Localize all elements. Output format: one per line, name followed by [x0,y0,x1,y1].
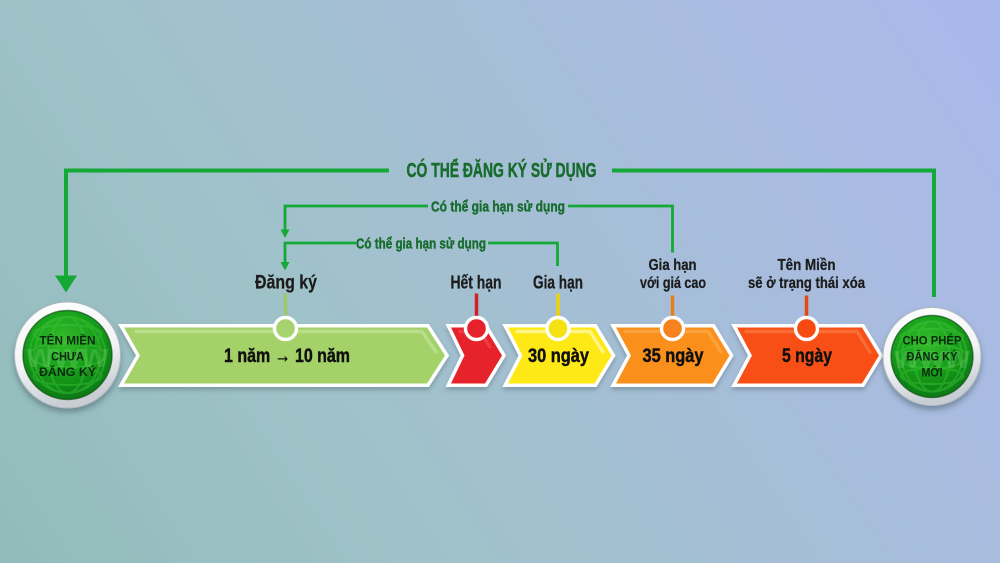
svg-text:Đăng ký: Đăng ký [255,273,317,294]
svg-text:Có thể gia hạn sử dụng: Có thể gia hạn sử dụng [356,236,486,253]
svg-text:ĐĂNG KÝ: ĐĂNG KÝ [907,351,958,364]
svg-text:Có thể gia hạn sử dụng: Có thể gia hạn sử dụng [431,199,565,216]
svg-text:ĐĂNG KÝ: ĐĂNG KÝ [39,366,96,379]
svg-text:35 ngày: 35 ngày [643,346,704,367]
svg-text:1 năm → 10 năm: 1 năm → 10 năm [224,346,350,367]
svg-text:TÊN MIỀN: TÊN MIỀN [40,335,96,348]
svg-text:sẽ ở trạng thái xóa: sẽ ở trạng thái xóa [748,275,865,292]
svg-text:Gia hạn: Gia hạn [649,257,697,274]
svg-text:Hết hạn: Hết hạn [451,273,502,293]
svg-text:Gia hạn: Gia hạn [533,273,583,293]
svg-text:CHO PHÉP: CHO PHÉP [903,335,962,348]
svg-text:5 ngày: 5 ngày [782,346,832,367]
svg-text:Tên Miền: Tên Miền [778,257,836,274]
svg-text:30 ngày: 30 ngày [528,346,589,367]
svg-text:với giá cao: với giá cao [640,275,706,292]
svg-text:CHƯA: CHƯA [51,352,84,364]
svg-text:www: www [893,339,970,375]
svg-text:CÓ THỂ ĐĂNG KÝ SỬ DỤNG: CÓ THỂ ĐĂNG KÝ SỬ DỤNG [407,158,597,182]
svg-text:www: www [25,337,109,375]
svg-text:MỚI: MỚI [922,367,943,380]
